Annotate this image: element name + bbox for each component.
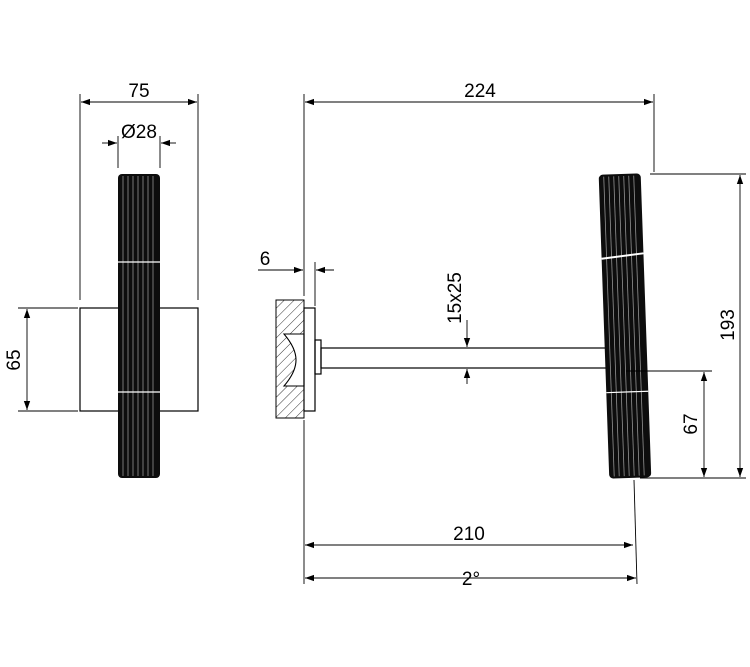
dimension-75-label: 75	[128, 81, 149, 102]
front-view: 75 Ø28 65	[4, 81, 199, 478]
tilted-fluted-cylinder	[598, 173, 652, 479]
dimension-15x25-label: 15x25	[445, 272, 466, 324]
wall-plate	[303, 307, 316, 412]
dimension-224: 224	[303, 81, 655, 296]
dimension-diameter-28: Ø28	[102, 122, 176, 168]
dimension-angle-2deg: 2°	[305, 569, 636, 590]
dimension-67-label: 67	[681, 413, 702, 434]
dimension-193-label: 193	[718, 309, 739, 341]
horizontal-bar	[320, 347, 614, 369]
dimension-65: 65	[4, 307, 78, 412]
side-view: 224 6 15x25 193 67	[258, 81, 746, 590]
dimension-6-label: 6	[260, 249, 271, 270]
dimension-210: 210	[303, 420, 638, 585]
dimension-angle-label: 2°	[462, 569, 480, 590]
mount-boss	[282, 333, 305, 387]
dimension-75: 75	[79, 81, 199, 300]
dimension-6: 6	[258, 249, 334, 306]
dimension-diameter-28-label: Ø28	[121, 122, 157, 143]
dimension-67: 67	[626, 370, 712, 477]
fluted-cylinder	[118, 174, 160, 478]
dimension-210-label: 210	[453, 524, 485, 545]
dimension-193: 193	[640, 173, 746, 479]
bar-flange	[314, 339, 322, 375]
dimension-65-label: 65	[4, 349, 25, 370]
dimension-15x25: 15x25	[445, 272, 471, 384]
dimension-224-label: 224	[464, 81, 496, 102]
